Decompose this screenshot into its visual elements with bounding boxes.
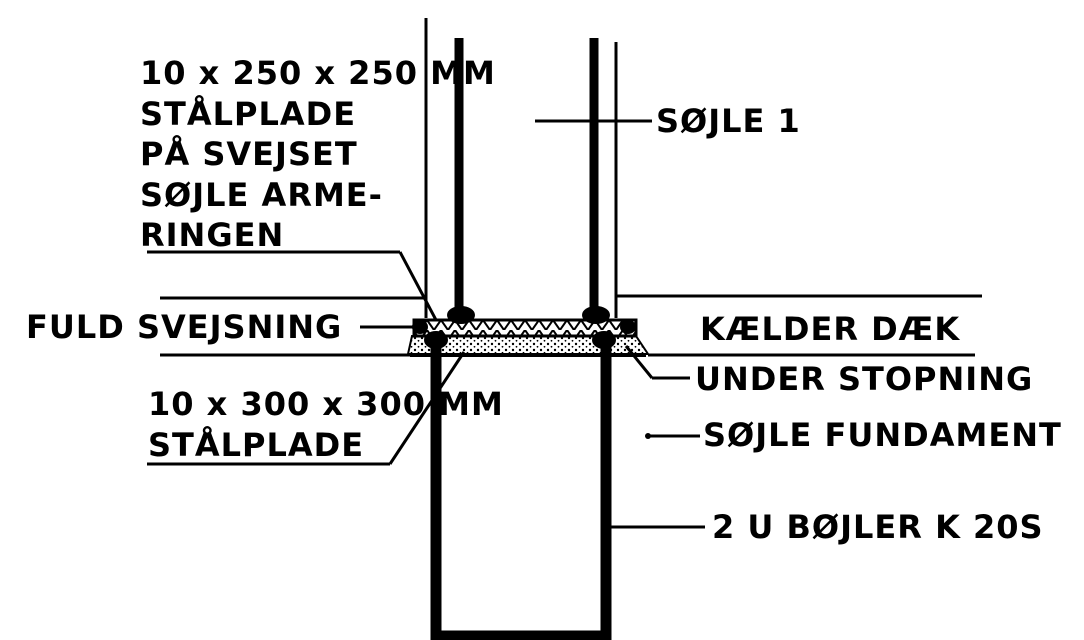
- top-plate-label-line-5: RINGEN: [140, 216, 284, 254]
- bottom-plate-label-line-2: STÅLPLADE: [148, 426, 364, 464]
- weld-bottom-right: [592, 331, 616, 349]
- weld-top-right: [582, 306, 610, 324]
- column-label: SØJLE 1: [656, 102, 801, 140]
- basement-slab-label: KÆLDER DÆK: [700, 310, 960, 348]
- weld-bottom-left: [424, 331, 448, 349]
- weld-edge-right: [620, 320, 636, 334]
- weld-top-left: [447, 306, 475, 324]
- top-plate-label-line-3: PÅ SVEJSET: [140, 135, 358, 173]
- foundation-label: SØJLE FUNDAMENT: [703, 416, 1062, 454]
- leader-top-plate-d: [398, 251, 438, 321]
- under-fill-grout: [406, 335, 650, 355]
- bottom-plate-label-line-1: 10 x 300 x 300 MM: [148, 385, 504, 423]
- top-plate-label-line-1: 10 x 250 x 250 MM: [140, 54, 496, 92]
- top-plate-label-line-2: STÅLPLADE: [140, 95, 356, 133]
- stirrups-label: 2 U BØJLER K 20S: [712, 508, 1044, 546]
- weld-edge-left: [412, 320, 428, 334]
- top-plate-label-line-4: SØJLE ARME-: [140, 176, 383, 214]
- leader-bottom-plate-d: [388, 351, 466, 465]
- leader-under-fill-d: [624, 345, 654, 379]
- under-fill-label: UNDER STOPNING: [695, 360, 1033, 398]
- u-stirrup-outer: [430, 345, 612, 640]
- full-weld-label: FULD SVEJSNING: [26, 308, 342, 346]
